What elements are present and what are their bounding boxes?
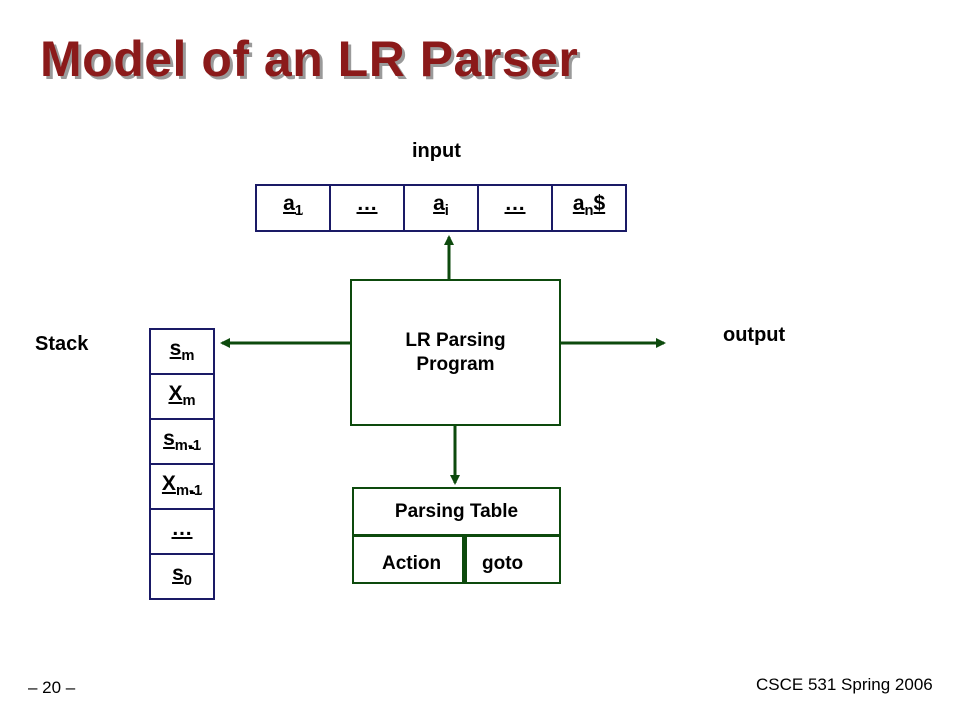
tape-cell: a1 bbox=[257, 186, 331, 230]
table-divider bbox=[352, 534, 561, 537]
tape-cell: … bbox=[331, 186, 405, 230]
stack-label: Stack bbox=[35, 333, 89, 355]
stack-cell: sm bbox=[151, 330, 213, 375]
course-footer: CSCE 531 Spring 2006 bbox=[756, 675, 933, 694]
tape-cell: … bbox=[479, 186, 553, 230]
tape-cell: an$ bbox=[572, 192, 606, 220]
program-line-1: LR Parsing bbox=[405, 330, 506, 351]
action-label: Action bbox=[382, 553, 442, 574]
program-line-2: Program bbox=[416, 354, 495, 375]
parser-stack: sm Xm sm-1 Xm-1 … s0 bbox=[149, 328, 215, 600]
lr-parsing-program-box: LR Parsing Program bbox=[350, 279, 561, 426]
stack-cell: Xm bbox=[151, 375, 213, 420]
stack-cell: Xm-1 bbox=[151, 465, 213, 510]
input-tape: a1 … ai … an$ bbox=[255, 184, 627, 232]
parsing-table-box: Parsing Table Action goto bbox=[352, 487, 561, 584]
page-title: Model of an LR Parser bbox=[40, 31, 579, 87]
stack-cell: s0 bbox=[172, 562, 192, 590]
goto-label: goto bbox=[482, 553, 524, 574]
stack-cell: sm-1 bbox=[151, 420, 213, 465]
tape-cell: ai bbox=[405, 186, 479, 230]
stack-cell: … bbox=[151, 510, 213, 555]
input-label: input bbox=[412, 140, 461, 162]
page-number: – 20 – bbox=[28, 678, 76, 697]
parsing-table-title: Parsing Table bbox=[394, 501, 519, 522]
table-column-divider bbox=[462, 537, 467, 584]
output-label: output bbox=[723, 324, 786, 346]
